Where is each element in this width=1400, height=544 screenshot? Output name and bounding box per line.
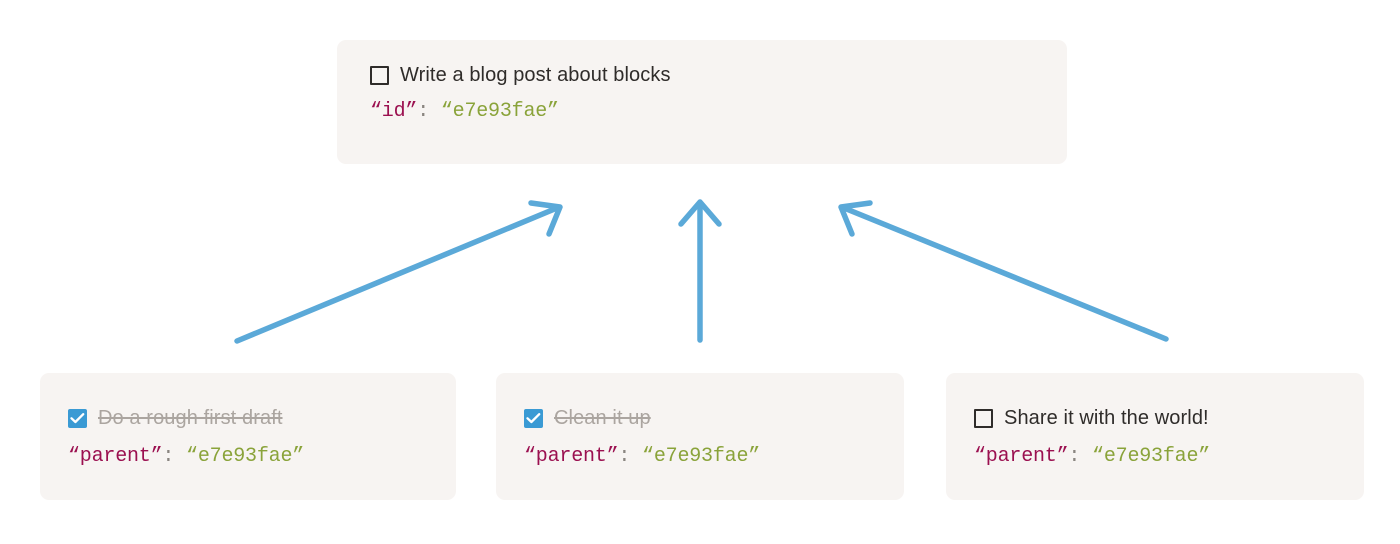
parent-todo-row[interactable]: Write a blog post about blocks [370,62,1067,88]
json-colon: : [162,445,175,468]
checkbox-empty-icon[interactable] [370,65,389,85]
parent-json-row: “id”: “e7e93fae” [370,100,1067,123]
parent-todo-label: Write a blog post about blocks [400,63,671,86]
checkbox-checked-icon[interactable] [524,408,543,428]
checkbox-checked-icon[interactable] [68,408,87,428]
arrow-child-2-to-parent [678,199,722,343]
arrow-child-1-to-parent [234,200,563,344]
child-todo-label-2: Clean it up [554,406,651,429]
child-json-row-2: “parent”: “e7e93fae” [524,445,904,468]
json-colon: : [618,445,631,468]
check-mark-icon [526,412,541,423]
child-todo-row-3[interactable]: Share it with the world! [974,405,1364,431]
parent-block-card[interactable]: Write a blog post about blocks “id”: “e7… [337,40,1067,164]
json-colon: : [1068,445,1081,468]
json-key: “id” [370,100,418,123]
json-key: “parent” [524,445,619,468]
json-value: “e7e93fae” [642,445,761,468]
child-block-card-1[interactable]: Do a rough first draft “parent”: “e7e93f… [40,373,456,500]
arrow-child-3-to-parent [838,200,1169,342]
json-value: “e7e93fae” [440,100,559,123]
child-json-row-3: “parent”: “e7e93fae” [974,445,1364,468]
checkbox-empty-icon[interactable] [974,408,993,428]
json-key: “parent” [974,445,1069,468]
child-block-card-3[interactable]: Share it with the world! “parent”: “e7e9… [946,373,1364,500]
child-json-row-1: “parent”: “e7e93fae” [68,445,456,468]
json-value: “e7e93fae” [1092,445,1211,468]
child-todo-row-2[interactable]: Clean it up [524,405,904,431]
child-todo-label-1: Do a rough first draft [98,406,283,429]
child-todo-label-3: Share it with the world! [1004,406,1209,429]
child-block-card-2[interactable]: Clean it up “parent”: “e7e93fae” [496,373,904,500]
json-key: “parent” [68,445,163,468]
json-colon: : [417,100,430,123]
child-todo-row-1[interactable]: Do a rough first draft [68,405,456,431]
check-mark-icon [70,412,85,423]
json-value: “e7e93fae” [186,445,305,468]
